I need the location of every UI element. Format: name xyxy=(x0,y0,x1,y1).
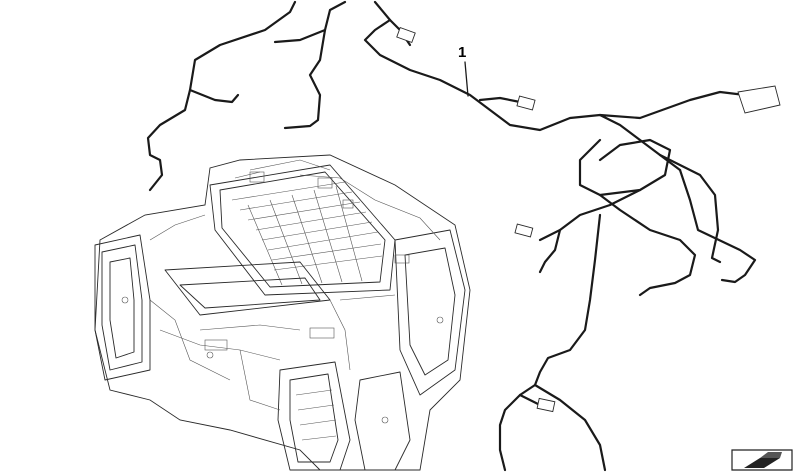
arrow-badge-icon[interactable] xyxy=(730,448,794,472)
hvac-housing-unit xyxy=(94,154,471,471)
callout-label-1: 1 xyxy=(458,44,467,61)
connector-plug-large xyxy=(737,85,781,114)
connector-plug-bottom xyxy=(536,397,556,413)
connector-plug-mid xyxy=(516,95,536,111)
connector-plug-left xyxy=(514,223,534,238)
connector-plug-top xyxy=(396,26,416,44)
callout-leader-line xyxy=(464,61,469,97)
wiring-harness xyxy=(146,0,781,472)
